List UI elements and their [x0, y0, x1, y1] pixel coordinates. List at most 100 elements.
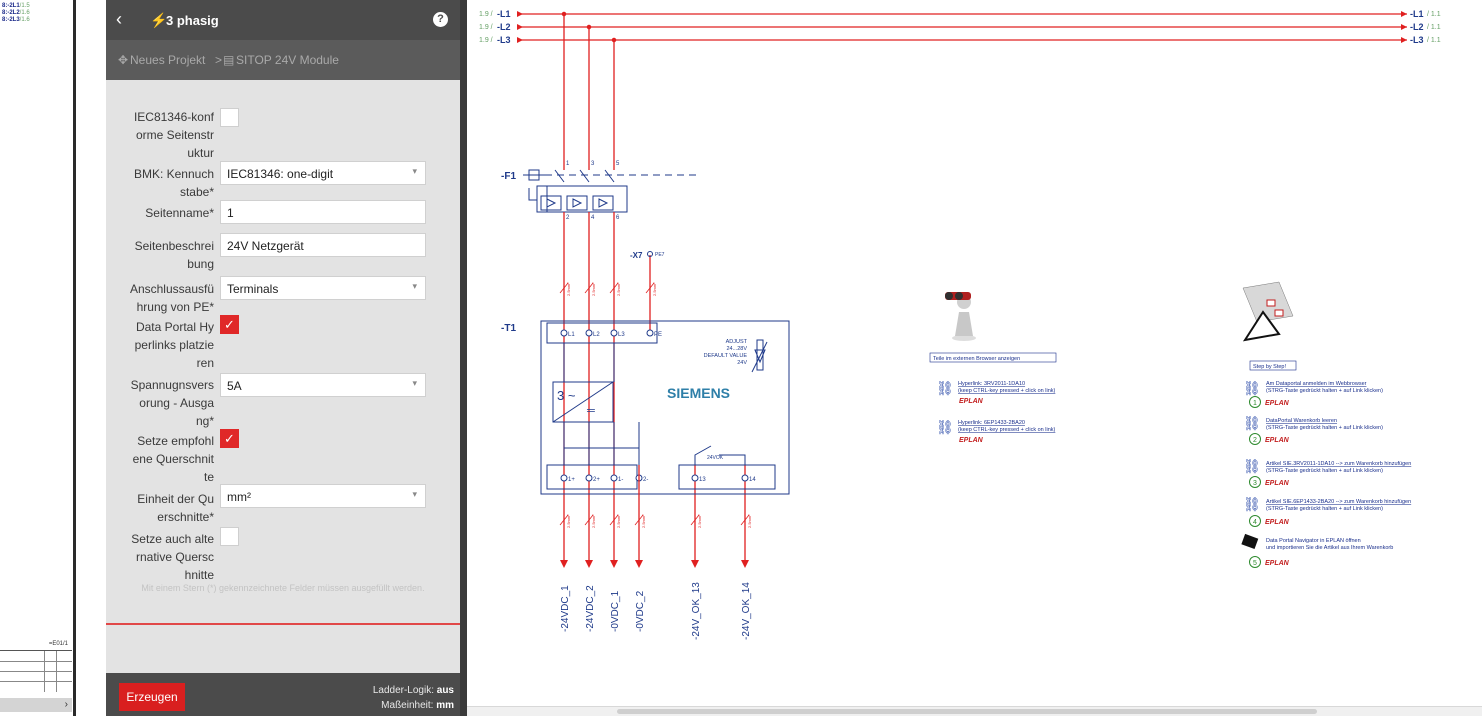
- wire-mark: 2.5mm²: [652, 282, 657, 296]
- eplan-badge: EPLAN: [1265, 480, 1290, 487]
- step-by-step-link[interactable]: Step by Step!: [1249, 360, 1297, 371]
- phase-l1-label-right: -L1: [1410, 9, 1424, 19]
- output-label: -24VDC_1: [560, 585, 571, 632]
- wire-mark: 2.5mm²: [747, 514, 752, 528]
- phase-l1-pre: 1.9 /: [479, 11, 493, 18]
- terminal-tag: -X7: [630, 251, 643, 260]
- unit-value: mm: [436, 700, 454, 711]
- generate-button[interactable]: Erzeugen: [119, 683, 185, 711]
- ac-symbol-icon: 3 ~: [557, 388, 576, 403]
- scrollbar-thumb[interactable]: [617, 709, 1317, 714]
- terminal-pin: PE7: [655, 252, 665, 258]
- breadcrumb-project[interactable]: Neues Projekt: [130, 53, 206, 67]
- page-name-input[interactable]: 1: [220, 200, 426, 224]
- bmk-select[interactable]: IEC81346: one-digit▾: [220, 161, 426, 185]
- sheet-label-l3: 8:-2L3/1.6: [2, 17, 30, 23]
- dc-symbol-icon: ═: [586, 405, 595, 417]
- wire-mark: 2.5mm²: [591, 282, 596, 296]
- relay-pin: 13: [699, 477, 706, 483]
- svg-text:Am Dataportal anmelden im Webb: Am Dataportal anmelden im Webbrowser: [1266, 381, 1367, 387]
- step-2[interactable]: ⛓ DataPortal Warenkorb leeren (STRG-Tast…: [1243, 415, 1383, 445]
- panel-footer: Erzeugen Ladder-Logik: aus Maßeinheit: m…: [106, 673, 460, 716]
- hyperlink-1[interactable]: ⛓ Hyperlink: 3RV2011-1DA10 (keep CTRL-ke…: [936, 380, 1056, 405]
- canvas-scrollbar[interactable]: [467, 706, 1482, 716]
- pe-conn-select[interactable]: Terminals▾: [220, 276, 426, 300]
- breaker-pin: 5: [616, 161, 620, 167]
- breaker-pin: 2: [566, 215, 570, 221]
- output-label: -0VDC_2: [635, 590, 646, 632]
- eplan-badge: EPLAN: [959, 398, 984, 405]
- breaker-f1: -F1 1 3 5 2 4 6: [501, 160, 746, 560]
- phase-busbars: [517, 11, 1407, 160]
- bolt-icon: ⚡: [150, 12, 168, 28]
- footer-info: Ladder-Logik: aus Maßeinheit: mm: [373, 683, 454, 713]
- page-desc-input[interactable]: 24V Netzgerät: [220, 233, 426, 257]
- power-supply-t1: -T1 L1 L2 L3 PE 1+ 2+: [501, 320, 790, 495]
- sheet-ref: =E01/1: [48, 641, 68, 647]
- terminal-x7: -X7 PE7: [630, 251, 665, 260]
- svg-text:(keep CTRL-key pressed + click: (keep CTRL-key pressed + click on link): [958, 388, 1056, 394]
- schematic-canvas[interactable]: 1.9 / 1.9 / 1.9 / / 1.1 / 1.1 / 1.1 -L1 …: [467, 0, 1482, 716]
- adjust-line: 24...28V: [727, 346, 748, 352]
- eplan-badge: EPLAN: [1265, 400, 1290, 407]
- phase-l3-label: -L3: [497, 35, 511, 45]
- svg-text:und importieren Sie die Artike: und importieren Sie die Artikel aus Ihre…: [1266, 545, 1393, 551]
- dropdown-caret-icon: ▾: [412, 489, 417, 499]
- voltage-out-select[interactable]: 5A ▾: [220, 373, 426, 397]
- wire-mark: 2.5mm²: [616, 514, 621, 528]
- psu-input: L1: [568, 332, 575, 338]
- unit-label: Maßeinheit:: [381, 700, 434, 711]
- link-icon: ⛓: [1243, 415, 1261, 431]
- panel-divider: [106, 623, 460, 625]
- sheet-scrollbar[interactable]: ›: [0, 698, 72, 712]
- data-portal-checkbox[interactable]: ✓: [220, 315, 239, 334]
- breadcrumb-separator: >: [215, 53, 223, 67]
- sheet-label-l2: 8:-2L2/1.6: [2, 10, 30, 16]
- breaker-pin: 3: [591, 161, 595, 167]
- adjust-line: ADJUST: [726, 339, 748, 345]
- help-icon[interactable]: ?: [433, 12, 448, 27]
- unit-select[interactable]: mm²▾: [220, 484, 426, 508]
- scroll-right-icon[interactable]: ›: [64, 699, 68, 710]
- output-label: -24VDC_2: [585, 585, 596, 632]
- step-number: 2: [1253, 437, 1257, 444]
- link-icon: ⛓: [1243, 496, 1261, 512]
- browser-view-title: Teile im externen Browser anzeigen: [933, 356, 1020, 362]
- left-sheet-preview: 8:-2L1/1.5 8:-2L2/1.6 8:-2L3/1.6 =E01/1 …: [0, 0, 76, 716]
- phase-l3-pre: 1.9 /: [479, 37, 493, 44]
- svg-text:Hyperlink: 3RV2011-1DA10: Hyperlink: 3RV2011-1DA10: [958, 381, 1025, 387]
- field-label: Seitenname*: [145, 206, 214, 220]
- step-number: 1: [1253, 400, 1257, 407]
- hyperlink-2[interactable]: ⛓ Hyperlink: 6EP1433-2BA20 (keep CTRL-ke…: [936, 419, 1056, 444]
- cross-section-checkbox[interactable]: ✓: [220, 429, 239, 448]
- step-1[interactable]: ⛓ Am Dataportal anmelden im Webbrowser (…: [1243, 380, 1383, 408]
- iec-struct-checkbox[interactable]: [220, 108, 239, 127]
- svg-text:(STRG-Taste gedrückt halten +: (STRG-Taste gedrückt halten + auf Link k…: [1266, 425, 1383, 431]
- psu-input: PE: [654, 332, 662, 338]
- ladder-label: Ladder-Logik:: [372, 685, 434, 696]
- phase-l1-ref: / 1.1: [1427, 11, 1441, 18]
- voltage-out-value: 5A: [227, 379, 242, 393]
- wire-mark: 2.5mm²: [697, 514, 702, 528]
- link-icon: ⛓: [936, 380, 954, 396]
- step-4[interactable]: ⛓ Artikel SIE.6EP1433-2BA20 --> zum Ware…: [1243, 496, 1411, 527]
- svg-text:(STRG-Taste gedrückt halten +: (STRG-Taste gedrückt halten + auf Link k…: [1266, 388, 1383, 394]
- sheet-title-block: [0, 650, 72, 692]
- panel-divider-bar[interactable]: [460, 0, 467, 716]
- svg-text:Artikel SIE.6EP1433-2BA20 -->: Artikel SIE.6EP1433-2BA20 --> zum Warenk…: [1266, 499, 1411, 505]
- breaker-pin: 1: [566, 161, 570, 167]
- ladder-value: aus: [436, 685, 454, 696]
- alt-cross-checkbox[interactable]: [220, 527, 239, 546]
- step-3[interactable]: ⛓ Artikel SIE.3RV2011-1DA10 --> zum Ware…: [1243, 458, 1411, 488]
- phase-l3-ref: / 1.1: [1427, 37, 1441, 44]
- browser-view-link[interactable]: Teile im externen Browser anzeigen: [929, 352, 1057, 363]
- step-5[interactable]: Data Portal Navigator in EPLAN öffnen un…: [1241, 533, 1393, 568]
- back-button[interactable]: ‹: [116, 9, 122, 29]
- eplan-badge: EPLAN: [1265, 519, 1290, 526]
- dropdown-caret-icon: ▾: [412, 378, 417, 388]
- breadcrumb: ✥ Neues Projekt > ▤ SITOP 24V Module: [106, 40, 460, 80]
- svg-text:Data Portal Navigator in EPLAN: Data Portal Navigator in EPLAN öffnen: [1266, 538, 1361, 544]
- psu-input: L3: [618, 332, 625, 338]
